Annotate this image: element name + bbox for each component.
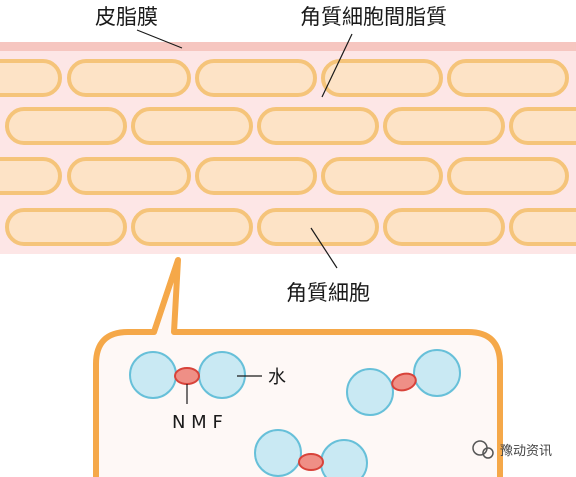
water-nmf-molecule bbox=[346, 349, 461, 416]
water-molecule bbox=[129, 351, 177, 399]
nmf-molecule bbox=[298, 453, 324, 471]
watermark: 豫动资讯 bbox=[472, 440, 552, 459]
corneocyte bbox=[131, 107, 253, 145]
corneocyte bbox=[5, 208, 127, 246]
water-molecule bbox=[346, 368, 394, 416]
corneocyte bbox=[257, 208, 379, 246]
corneocyte bbox=[67, 59, 191, 97]
corneocyte bbox=[383, 208, 505, 246]
nmf-molecule bbox=[174, 367, 200, 385]
nmf-label: N M F bbox=[172, 412, 223, 433]
corneocyte bbox=[195, 157, 317, 195]
intercellular-lipid-leader bbox=[321, 33, 353, 98]
wechat-icon-inner bbox=[482, 447, 494, 459]
corneocyte bbox=[509, 107, 576, 145]
corneocyte bbox=[257, 107, 379, 145]
corneocyte bbox=[195, 59, 317, 97]
watermark-text: 豫动资讯 bbox=[500, 444, 552, 459]
water-molecule bbox=[254, 429, 302, 477]
water-molecule bbox=[320, 439, 368, 477]
water-molecule bbox=[413, 349, 461, 397]
corneocyte bbox=[67, 157, 191, 195]
sebum-membrane-label: 皮脂膜 bbox=[95, 5, 158, 29]
corneocyte bbox=[321, 157, 443, 195]
water-label: 水 bbox=[268, 367, 286, 388]
sebum-membrane-band bbox=[0, 42, 576, 51]
sebum-membrane-leader bbox=[136, 29, 183, 49]
corneocyte bbox=[447, 59, 569, 97]
corneocyte-layer bbox=[0, 59, 576, 246]
corneocyte bbox=[447, 157, 569, 195]
corneocyte bbox=[509, 208, 576, 246]
water-molecule bbox=[198, 351, 246, 399]
corneocyte bbox=[321, 59, 443, 97]
corneocyte bbox=[0, 59, 62, 97]
corneocyte bbox=[383, 107, 505, 145]
nmf-molecule bbox=[391, 372, 417, 392]
corneocyte bbox=[131, 208, 253, 246]
corneocyte bbox=[0, 157, 62, 195]
corneocyte-leader bbox=[310, 227, 338, 269]
water-nmf-molecule bbox=[129, 351, 246, 399]
zoom-callout bbox=[93, 257, 503, 477]
water-nmf-molecule bbox=[254, 429, 368, 477]
corneocyte bbox=[5, 107, 127, 145]
intercellular-lipid-label: 角質細胞間脂質 bbox=[300, 5, 447, 29]
corneocyte-label: 角質細胞 bbox=[286, 281, 370, 305]
